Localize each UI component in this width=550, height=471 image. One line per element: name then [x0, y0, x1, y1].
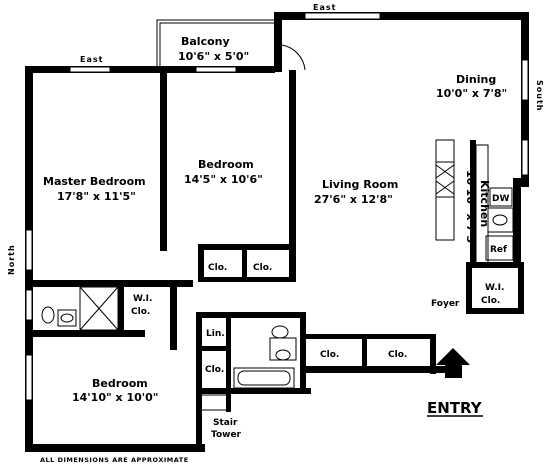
- balcony-name: Balcony: [181, 35, 230, 48]
- east-label-top: East: [313, 3, 336, 12]
- closet-label-1: Clo.: [208, 263, 227, 273]
- east-label-left: East: [80, 55, 103, 64]
- balcony-dims: 10'6" x 5'0": [178, 50, 249, 63]
- master-bedroom-name: Master Bedroom: [43, 175, 146, 188]
- dining-name: Dining: [456, 73, 496, 86]
- tower-label: Tower: [211, 430, 242, 440]
- kitchen-name: Kitchen: [478, 180, 491, 227]
- stair-label: Stair: [213, 418, 238, 428]
- wi-label-master: W.I.: [133, 294, 152, 304]
- fixtures: [41, 139, 514, 411]
- closet-label-4: Clo.: [388, 350, 407, 360]
- closet-label-bath: Clo.: [205, 365, 224, 375]
- compass-labels: East East South North: [7, 3, 544, 275]
- entry-label: ENTRY: [427, 399, 483, 417]
- bedroom2-dims: 14'10" x 10'0": [72, 391, 159, 404]
- windows: [25, 12, 529, 401]
- master-bedroom-dims: 17'8" x 11'5": [57, 190, 136, 203]
- kitchen-dims: 10'10" x 7'3": [464, 170, 477, 249]
- living-room-dims: 27'6" x 12'8": [314, 193, 393, 206]
- entry-arrow-icon: [436, 348, 470, 378]
- foyer-label: Foyer: [431, 299, 460, 309]
- bedroom1-name: Bedroom: [198, 158, 254, 171]
- south-label: South: [535, 80, 544, 111]
- closet-label-2: Clo.: [253, 263, 272, 273]
- wi-clo-label-foyer: Clo.: [481, 296, 500, 306]
- dishwasher-label: DW: [492, 194, 509, 204]
- north-label: North: [7, 244, 16, 275]
- footnote: ALL DIMENSIONS ARE APPROXIMATE: [40, 456, 189, 464]
- linen-label: Lin.: [206, 329, 225, 339]
- closet-label-3: Clo.: [320, 350, 339, 360]
- utility-labels: Clo. Clo. W.I. Clo. Lin. Clo. Clo. Clo. …: [131, 194, 509, 440]
- wi-label-foyer: W.I.: [485, 283, 504, 293]
- refrigerator-label: Ref: [490, 245, 507, 255]
- room-labels: Balcony 10'6" x 5'0" Master Bedroom 17'8…: [43, 35, 507, 404]
- bedroom1-dims: 14'5" x 10'6": [184, 173, 263, 186]
- balcony-outline: [156, 19, 306, 71]
- bedroom2-name: Bedroom: [92, 377, 148, 390]
- wi-clo-label-master: Clo.: [131, 307, 150, 317]
- living-room-name: Living Room: [322, 178, 398, 191]
- dining-dims: 10'0" x 7'8": [436, 87, 507, 100]
